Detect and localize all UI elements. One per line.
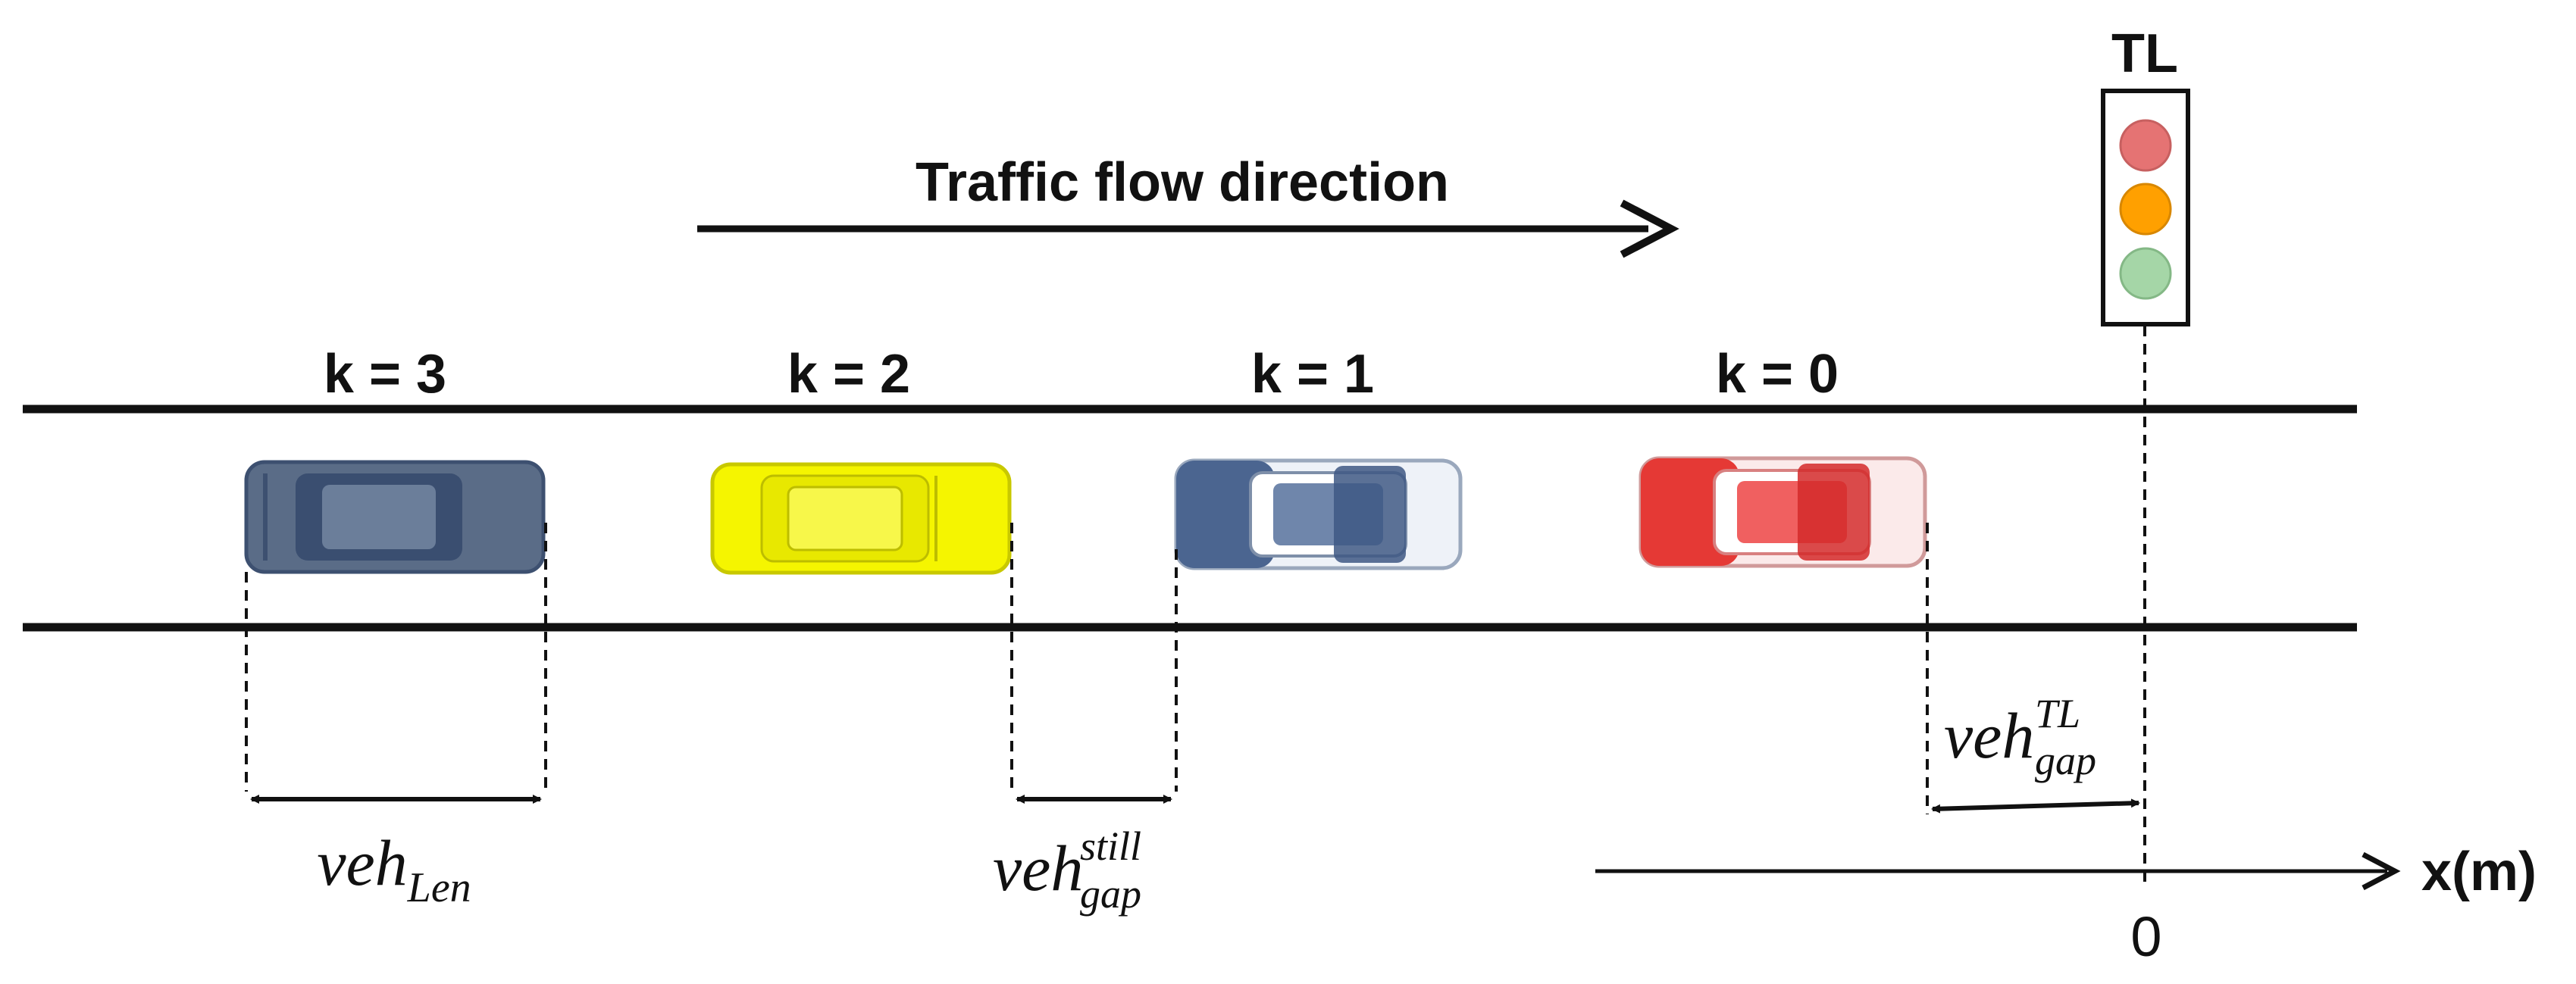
green-light-icon [2119, 247, 2172, 300]
amber-light-icon [2119, 183, 2172, 236]
svg-text:still: still [1080, 823, 1141, 869]
svg-text:veh: veh [1944, 699, 2034, 772]
vehicle-k3 [244, 460, 546, 574]
flow-direction-label: Traffic flow direction [916, 152, 1449, 213]
vehicle-label-k0: k = 0 [1716, 344, 1839, 405]
red-light-icon [2119, 119, 2172, 172]
vehicle-label-k3: k = 3 [324, 344, 446, 405]
svg-text:veh: veh [993, 832, 1083, 904]
traffic-light [2101, 89, 2190, 326]
vehicle-k1 [1174, 458, 1463, 570]
svg-text:gap: gap [1080, 871, 1141, 917]
tl-gap-label: veh TL gap [1944, 691, 2096, 783]
still-gap-label: veh still gap [993, 823, 1141, 917]
svg-text:gap: gap [2035, 738, 2096, 783]
tl-gap-arrow [1931, 798, 2140, 814]
traffic-light-label: TL [2111, 23, 2178, 84]
reference-lines [245, 326, 2146, 882]
vehicle-label-k2: k = 2 [787, 344, 910, 405]
svg-text:TL: TL [2035, 691, 2080, 736]
vehicle-k0 [1639, 456, 1927, 568]
vehicle-length-label: vehLen [317, 826, 471, 911]
x-axis-origin: 0 [2130, 905, 2161, 968]
flow-direction-arrow [697, 199, 1679, 258]
vehicle-k2 [710, 462, 1012, 575]
x-axis-label: x(m) [2421, 842, 2537, 902]
x-axis [1595, 851, 2401, 891]
vehicle-label-k1: k = 1 [1251, 344, 1374, 405]
